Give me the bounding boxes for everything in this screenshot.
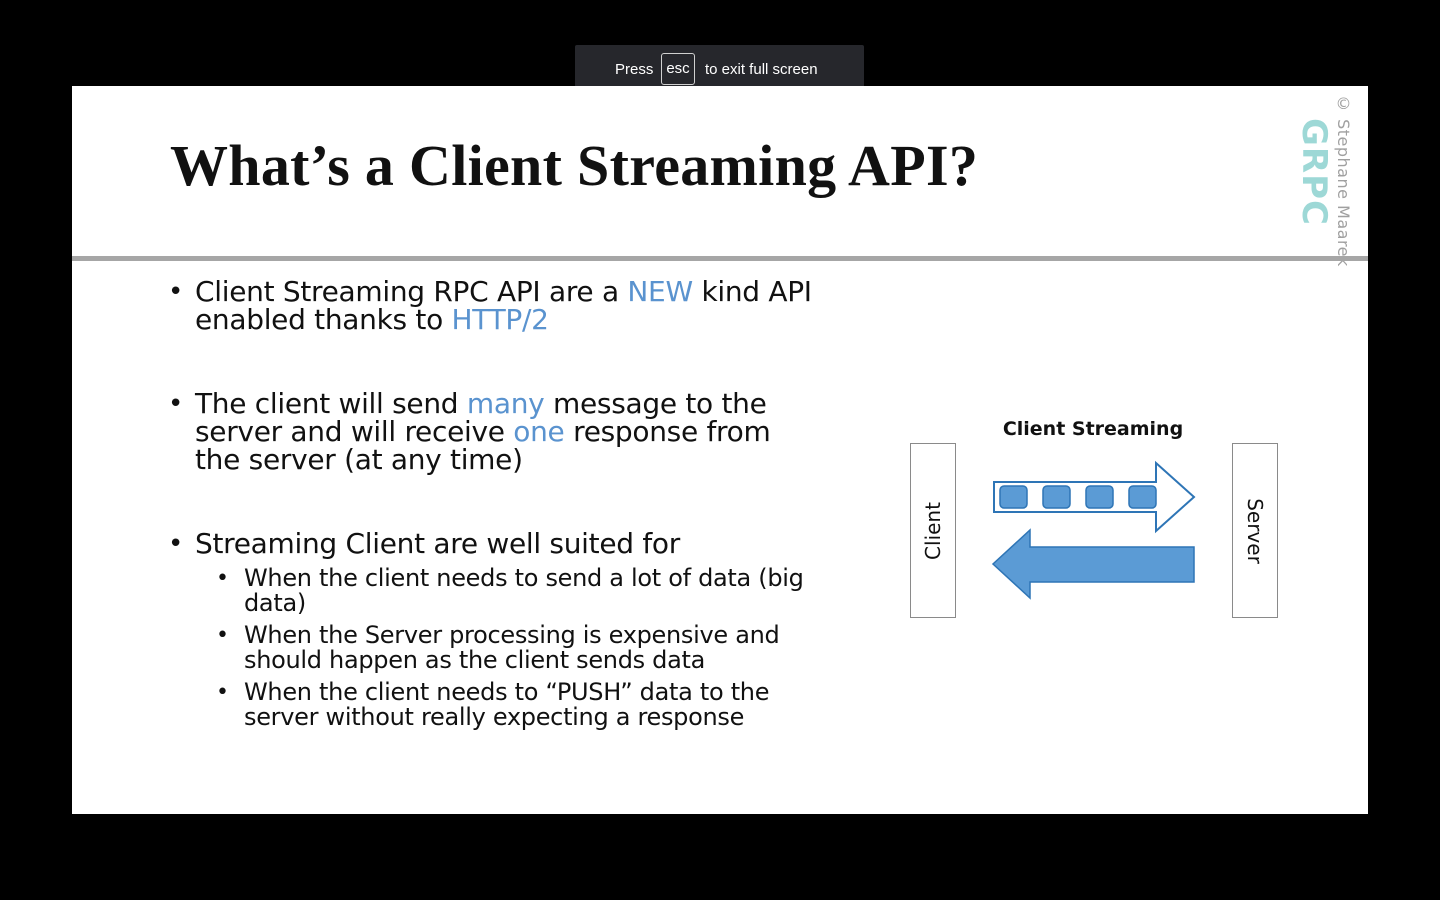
slide: What’s a Client Streaming API? GRPC © St… <box>72 86 1368 814</box>
bullet-text: Streaming Client are well suited for <box>195 527 680 560</box>
response-arrow <box>991 528 1195 600</box>
fullscreen-message: to exit full screen <box>705 61 818 78</box>
stream-message-block <box>1042 485 1071 509</box>
sub-bullet-text: When the Server processing is expensive … <box>244 621 780 674</box>
bullet-highlight: one <box>513 415 565 448</box>
bullet-text-segment: The client will send <box>195 387 467 420</box>
stream-messages <box>999 485 1157 509</box>
bullet-highlight: many <box>466 387 545 420</box>
sub-bullet-dot: • <box>216 566 229 591</box>
esc-key-badge[interactable]: esc <box>661 53 695 85</box>
diagram-arrows <box>991 460 1196 600</box>
bullet-highlight: NEW <box>627 275 693 308</box>
client-box: Client <box>910 443 956 618</box>
stream-message-block <box>999 485 1028 509</box>
bullet-text-segment: response from the server (at any time) <box>195 415 771 476</box>
client-streaming-diagram: Client Streaming Client Server <box>908 416 1288 626</box>
grpc-logo: GRPC <box>1294 118 1334 226</box>
stream-message-block <box>1128 485 1157 509</box>
sub-bullet-dot: • <box>216 680 229 705</box>
sub-bullet-text: When the client needs to “PUSH” data to … <box>244 678 770 731</box>
server-box: Server <box>1232 443 1278 618</box>
bullet-text-segment: Client Streaming RPC API are a <box>195 275 628 308</box>
bullet-text-segment: kind API enabled thanks to <box>195 275 812 336</box>
bullet-text: Client Streaming RPC API are a NEW kind … <box>195 278 815 334</box>
bullet-dot: • <box>168 389 184 419</box>
bullet-text-segment: message to the server and will receive <box>195 387 767 448</box>
bullet-highlight: HTTP/2 <box>451 303 549 336</box>
diagram-title: Client Streaming <box>1002 418 1184 440</box>
slide-title: What’s a Client Streaming API? <box>170 133 979 198</box>
bullet-text: The client will send many message to the… <box>195 390 815 474</box>
stream-message-block <box>1085 485 1114 509</box>
sub-bullet-text: When the client needs to send a lot of d… <box>244 564 804 617</box>
copyright-watermark: © Stephane Maarek <box>1334 94 1364 267</box>
bullet-dot: • <box>168 529 184 559</box>
copyright-text: © Stephane Maarek <box>1334 94 1353 267</box>
title-divider <box>72 256 1368 261</box>
server-label: Server <box>1243 497 1267 564</box>
sub-bullet-dot: • <box>216 623 229 648</box>
grpc-logo-text: GRPC <box>1294 118 1334 226</box>
fullscreen-press-label: Press <box>615 61 654 78</box>
client-label: Client <box>921 501 945 560</box>
bullet-dot: • <box>168 277 184 307</box>
